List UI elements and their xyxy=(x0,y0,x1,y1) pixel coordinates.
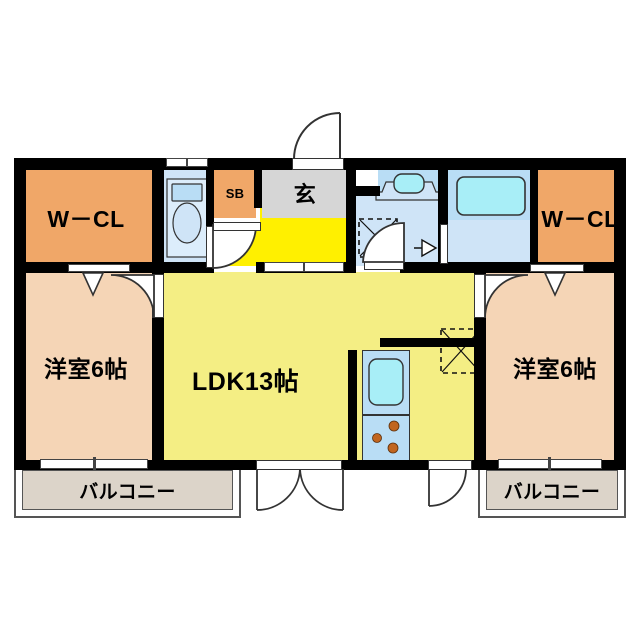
walk-in-closet-right-label: W－CL xyxy=(541,206,619,232)
toilet-window-mullion xyxy=(186,158,188,167)
refrigerator-space xyxy=(440,328,482,374)
wall-kitchen-partition xyxy=(348,350,357,462)
closet-right-arrow-icon xyxy=(543,272,567,297)
closet-right-opening[interactable] xyxy=(530,264,584,272)
wall-left xyxy=(14,158,26,470)
western-room-right-label: 洋室6帖 xyxy=(513,356,597,382)
balcony-right-window-mullion xyxy=(548,457,551,470)
wall-fridge-stub xyxy=(380,338,476,347)
balcony-right-label: バルコニー xyxy=(503,481,601,503)
ldk-balcony-door-sill[interactable] xyxy=(428,460,472,470)
bedroom-right-door[interactable] xyxy=(484,274,530,320)
entrance-door-sill[interactable] xyxy=(292,158,344,170)
entrance: 玄 xyxy=(262,168,348,218)
wall-bath-right xyxy=(530,158,538,270)
entrance-door[interactable] xyxy=(292,112,346,160)
bathroom-door-panel[interactable] xyxy=(440,224,448,264)
balcony-right: バルコニー xyxy=(486,470,618,510)
shoe-box: SB xyxy=(214,168,256,218)
bedroom-left-door[interactable] xyxy=(110,274,156,320)
wall-washroom-right xyxy=(438,158,448,270)
wall-mid-right xyxy=(400,262,626,273)
ldk-double-door-sill[interactable] xyxy=(256,460,342,470)
wall-entrance-right xyxy=(346,158,356,270)
ldk-balcony-door[interactable] xyxy=(428,468,472,512)
wall-toilet-right xyxy=(206,158,214,270)
closet-left-opening[interactable] xyxy=(68,264,130,272)
western-room-left-label: 洋室6帖 xyxy=(44,356,128,382)
ldk-double-door[interactable] xyxy=(256,468,344,512)
balcony-left-window-mullion xyxy=(93,457,96,470)
walk-in-closet-right: W－CL xyxy=(536,168,624,266)
walk-in-closet-left-label: W－CL xyxy=(47,206,125,232)
western-room-left: 洋室6帖 xyxy=(16,272,156,462)
wall-wcl-left-edge xyxy=(152,158,164,270)
wall-shoebox-right xyxy=(254,158,262,208)
ldk-label: LDK13帖 xyxy=(192,368,300,396)
toilet-fixture xyxy=(166,178,208,258)
closet-left-arrow-icon xyxy=(81,272,105,297)
wall-right xyxy=(614,158,626,470)
wall-washroom-notch xyxy=(346,186,380,196)
corridor-to-ldk-door-sill[interactable] xyxy=(213,222,261,231)
western-room-right: 洋室6帖 xyxy=(486,272,624,462)
shoe-box-label: SB xyxy=(225,185,245,201)
bathroom-door-arrow-icon xyxy=(414,238,438,258)
entrance-label: 玄 xyxy=(293,182,317,207)
kitchen-sink xyxy=(368,358,404,406)
ldk xyxy=(164,272,482,462)
kitchen-counter-divider xyxy=(362,414,410,416)
walk-in-closet-left: W－CL xyxy=(16,168,156,266)
washroom-door[interactable] xyxy=(362,222,406,264)
balcony-left-label: バルコニー xyxy=(79,481,176,503)
washbasin-fixture xyxy=(375,173,443,201)
bathtub-fixture xyxy=(456,176,526,216)
balcony-left: バルコニー xyxy=(22,470,233,510)
corridor-window-mullion xyxy=(303,262,305,272)
kitchen-stove xyxy=(372,420,400,454)
